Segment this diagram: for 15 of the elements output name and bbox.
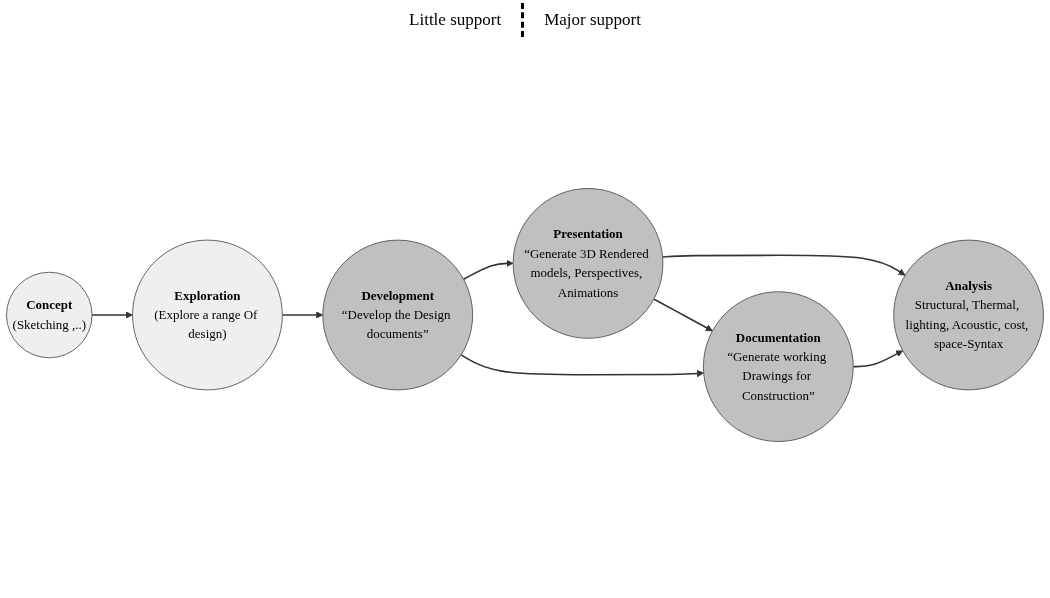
support-label: Major support (543, 10, 642, 30)
arrow (462, 259, 514, 281)
arrow (460, 354, 704, 378)
arrow (91, 311, 133, 319)
node-circle: Concept (Sketching ,..) (6, 271, 93, 359)
node-circle: Exploration (Explore a range Of design) (132, 239, 283, 391)
node-circle: Development “Develop the Design documents” (322, 239, 474, 391)
arrow (281, 311, 324, 319)
support-label: Little support (408, 10, 503, 30)
arrow (661, 254, 906, 276)
node-circle: Documentation “Generate working Drawings for Construction” (703, 291, 854, 442)
arrow (852, 350, 904, 368)
arrow (653, 298, 713, 332)
node-circle: Analysis Structural, Thermal, lighting, Acoustic, cost, space-Syntax (893, 239, 1044, 391)
node-circle: Presentation “Generate 3D Rendered models, Perspectives, Animations (512, 188, 664, 339)
